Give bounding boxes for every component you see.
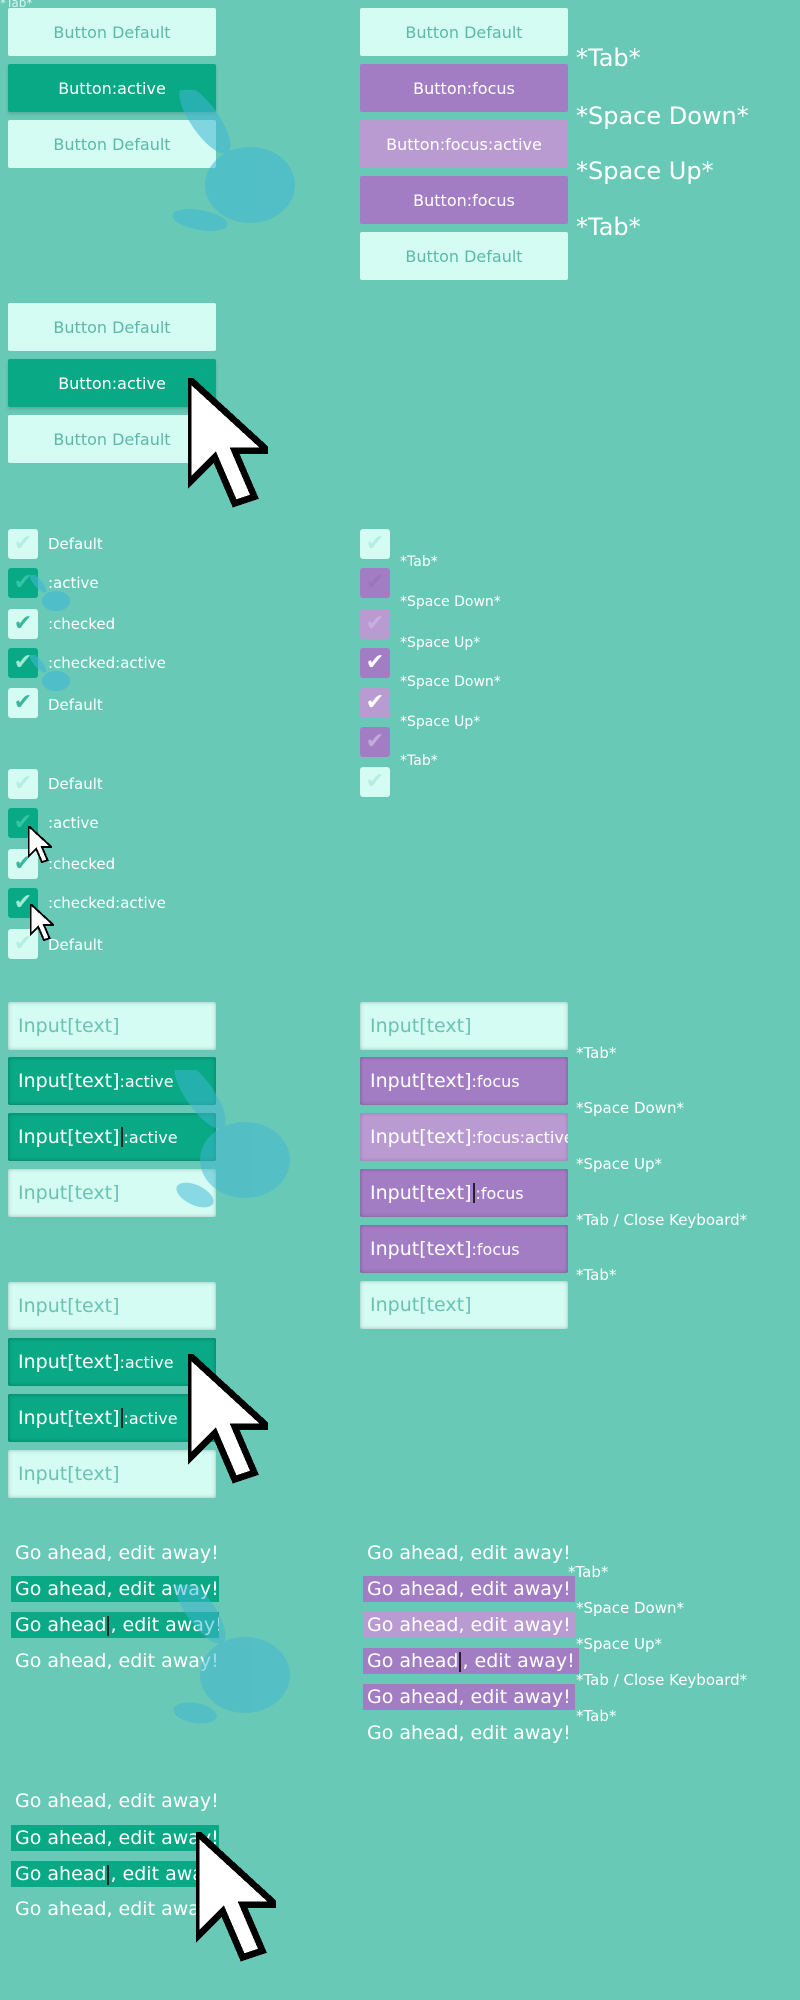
editable-text[interactable]: Go ahead, edit away! <box>15 1898 209 1920</box>
editable-text[interactable]: Go ahead, edit away! <box>367 1542 571 1564</box>
arrow-cursor-icon <box>28 826 52 864</box>
checkbox-label: :active <box>48 574 99 592</box>
text-caret <box>459 1651 462 1672</box>
checkbox-focus-active[interactable]: ✔ <box>360 609 390 639</box>
text-input-focus[interactable]: Input[text]:focus <box>360 1169 568 1217</box>
key-label-tab-close-keyboard: *Tab / Close Keyboard* <box>576 1671 748 1689</box>
key-label-space-up: *Space Up* <box>576 157 714 185</box>
key-label-space-up: *Space Up* <box>576 1155 662 1173</box>
text-caret <box>120 1408 123 1428</box>
key-label-tab: *Tab* <box>576 1707 617 1725</box>
text-input[interactable]: Input[text] <box>360 1281 568 1329</box>
checkbox-focus-checked[interactable]: ✔ <box>360 648 390 678</box>
key-label-space-up: *Space Up* <box>400 714 481 730</box>
text-input[interactable]: Input[text] <box>8 1450 216 1498</box>
key-label-space-up: *Space Up* <box>576 1635 662 1653</box>
editable-text-active[interactable]: Go ahead, edit away! <box>11 1825 219 1851</box>
arrow-cursor-icon <box>30 904 54 942</box>
text-input-active[interactable]: Input[text]:active <box>8 1338 216 1386</box>
text-caret <box>472 1183 475 1203</box>
checkbox-focus-checked-active[interactable]: ✔ <box>360 688 390 718</box>
key-label-space-down: *Space Down* <box>400 594 501 610</box>
checkbox-default[interactable]: ✔ <box>8 529 38 559</box>
checkbox-label: :active <box>48 814 99 832</box>
arrow-cursor-icon <box>188 1354 268 1484</box>
key-label-tab: *Tab* <box>576 44 641 72</box>
key-label-tab: *Tab* <box>576 1266 617 1284</box>
hand-pointer-icon <box>173 1585 290 1724</box>
checkbox-label: Default <box>48 535 103 553</box>
checkbox-focus[interactable]: ✔ <box>360 727 390 757</box>
text-caret <box>107 1615 110 1636</box>
checkbox-label: Default <box>48 775 103 793</box>
corner-tab-label: *Tab* <box>0 0 33 10</box>
checkbox-active[interactable]: ✔ <box>8 808 38 838</box>
editable-text-focus-active[interactable]: Go ahead, edit away! <box>363 1612 575 1638</box>
key-label-space-down: *Space Down* <box>576 1099 684 1117</box>
checkbox-default[interactable]: ✔ <box>360 767 390 797</box>
key-label-tab: *Tab* <box>400 753 438 769</box>
text-caret <box>120 1127 123 1147</box>
key-label-tab: *Tab* <box>400 554 438 570</box>
text-input[interactable]: Input[text] <box>360 1002 568 1050</box>
button-focus[interactable]: Button:focus <box>360 64 568 112</box>
hand-pointer-icon <box>172 90 295 231</box>
key-label-tab: *Tab* <box>576 213 641 241</box>
text-input-focus[interactable]: Input[text]:focus <box>360 1225 568 1273</box>
text-input-active[interactable]: Input[text]:active <box>8 1394 216 1442</box>
checkbox-focus[interactable]: ✔ <box>360 568 390 598</box>
button-focus[interactable]: Button:focus <box>360 176 568 224</box>
key-label-space-up: *Space Up* <box>400 635 481 651</box>
hand-pointer-icon <box>29 655 70 691</box>
checkbox-default[interactable]: ✔ <box>360 529 390 559</box>
checkbox-label: :checked <box>48 855 116 873</box>
checkbox-default[interactable]: ✔ <box>8 929 38 959</box>
arrow-cursor-icon <box>188 378 268 508</box>
editable-text-focus[interactable]: Go ahead, edit away! <box>363 1684 575 1710</box>
checkbox-checked[interactable]: ✔ <box>8 688 38 718</box>
button-active[interactable]: Button:active <box>8 359 216 407</box>
editable-text-active[interactable]: Go ahead, edit away! <box>11 1861 219 1887</box>
checkbox-default[interactable]: ✔ <box>8 769 38 799</box>
editable-text[interactable]: Go ahead, edit away! <box>15 1650 219 1672</box>
key-label-tab-close-keyboard: *Tab / Close Keyboard* <box>576 1211 748 1229</box>
key-label-space-down: *Space Down* <box>576 1599 684 1617</box>
key-label-tab: *Tab* <box>576 1044 617 1062</box>
button-default[interactable]: Button Default <box>8 120 216 168</box>
checkbox-label: :checked:active <box>48 654 166 672</box>
text-input-active[interactable]: Input[text]:active <box>8 1113 216 1161</box>
key-label-space-down: *Space Down* <box>400 674 501 690</box>
checkbox-label: Default <box>48 936 103 954</box>
key-label-space-down: *Space Down* <box>576 102 749 130</box>
text-caret <box>107 1864 110 1885</box>
text-input[interactable]: Input[text] <box>8 1002 216 1050</box>
checkbox-checked[interactable]: ✔ <box>8 609 38 639</box>
button-default[interactable]: Button Default <box>8 303 216 351</box>
button-default[interactable]: Button Default <box>360 8 568 56</box>
editable-text[interactable]: Go ahead, edit away! <box>15 1542 219 1564</box>
button-focus-active[interactable]: Button:focus:active <box>360 120 568 168</box>
editable-text-focus[interactable]: Go ahead, edit away! <box>363 1576 575 1602</box>
button-default[interactable]: Button Default <box>8 415 216 463</box>
hand-pointer-icon <box>174 1070 290 1208</box>
hand-pointer-icon <box>29 575 70 611</box>
button-default[interactable]: Button Default <box>8 8 216 56</box>
editable-text[interactable]: Go ahead, edit away! <box>15 1790 219 1812</box>
editable-text[interactable]: Go ahead, edit away! <box>367 1722 571 1744</box>
arrow-cursor-icon <box>196 1832 276 1962</box>
checkbox-label: Default <box>48 696 103 714</box>
text-input-focus-active[interactable]: Input[text]:focus:active <box>360 1113 568 1161</box>
text-input[interactable]: Input[text] <box>8 1282 216 1330</box>
text-input-focus[interactable]: Input[text]:focus <box>360 1057 568 1105</box>
editable-text-focus[interactable]: Go ahead, edit away! <box>363 1648 579 1674</box>
key-label-tab: *Tab* <box>568 1563 609 1581</box>
checkbox-label: :checked:active <box>48 894 166 912</box>
text-input[interactable]: Input[text] <box>8 1169 216 1217</box>
checkbox-label: :checked <box>48 615 116 633</box>
checkbox-checked[interactable]: ✔ <box>8 849 38 879</box>
button-default[interactable]: Button Default <box>360 232 568 280</box>
